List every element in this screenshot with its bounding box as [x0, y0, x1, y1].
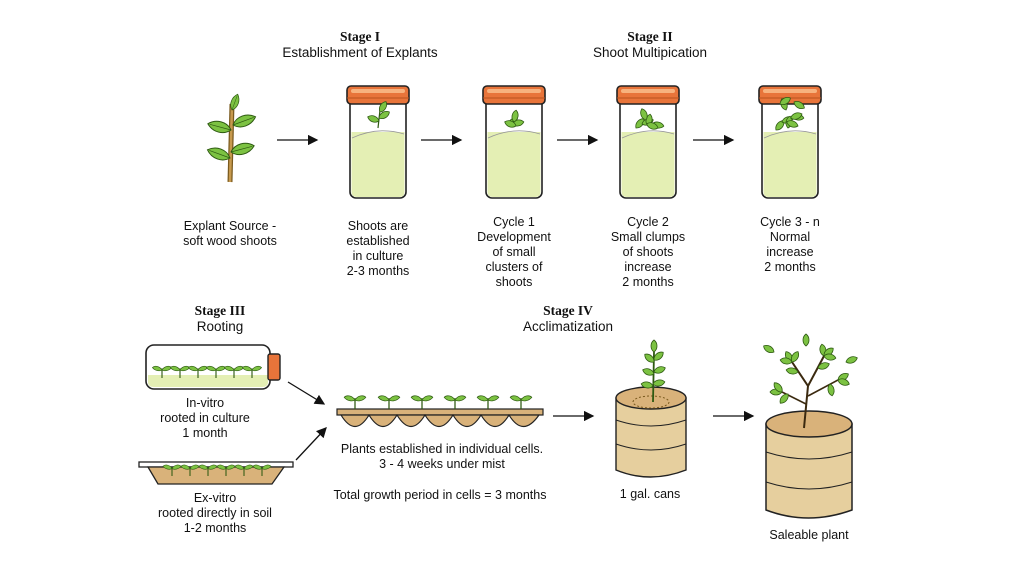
label-cycle2: Cycle 2 Small clumps of shoots increase …	[610, 215, 686, 289]
rooting-arrows	[287, 381, 327, 461]
stage4-title: Stage IV	[543, 303, 593, 318]
label-established: Shoots are established in culture 2-3 mo…	[346, 219, 410, 278]
explant-branch	[205, 92, 258, 183]
stage2-header: Stage II Shoot Multipication	[550, 29, 750, 61]
stage2-subtitle: Shoot Multipication	[592, 45, 708, 60]
label-invitro: In-vitro rooted in culture 1 month	[160, 396, 250, 440]
stage1-title: Stage I	[339, 29, 381, 44]
stage3-subtitle: Rooting	[196, 319, 244, 334]
gallon-can	[615, 339, 687, 478]
stage4-subtitle: Acclimatization	[522, 319, 614, 334]
label-cycle3: Cycle 3 - n Normal increase 2 months	[760, 215, 820, 274]
invitro-jar	[145, 344, 281, 390]
tube-stage1	[346, 85, 410, 199]
stage3-header: Stage III Rooting	[160, 303, 280, 335]
label-total-growth: Total growth period in cells = 3 months	[333, 488, 547, 502]
stage3-title: Stage III	[194, 303, 246, 318]
label-cycle1: Cycle 1 Development of small clusters of…	[477, 215, 551, 289]
stage1-subtitle: Establishment of Explants	[282, 45, 438, 60]
tube-cycle1	[482, 85, 546, 199]
label-cells: Plants established in individual cells. …	[340, 442, 544, 471]
stage4-header: Stage IV Acclimatization	[483, 303, 653, 335]
label-gallon: 1 gal. cans	[619, 487, 681, 501]
saleable-plant	[761, 333, 859, 519]
tube-cycle2	[616, 85, 680, 199]
label-explant: Explant Source - soft wood shoots	[183, 219, 277, 248]
cell-tray	[336, 395, 544, 428]
stage1-header: Stage I Establishment of Explants	[240, 29, 480, 61]
label-saleable: Saleable plant	[769, 528, 849, 542]
label-exvitro: Ex-vitro rooted directly in soil 1-2 mon…	[158, 491, 272, 535]
exvitro-tray	[138, 461, 294, 485]
stage2-title: Stage II	[627, 29, 673, 44]
tube-cycle3	[758, 85, 822, 199]
